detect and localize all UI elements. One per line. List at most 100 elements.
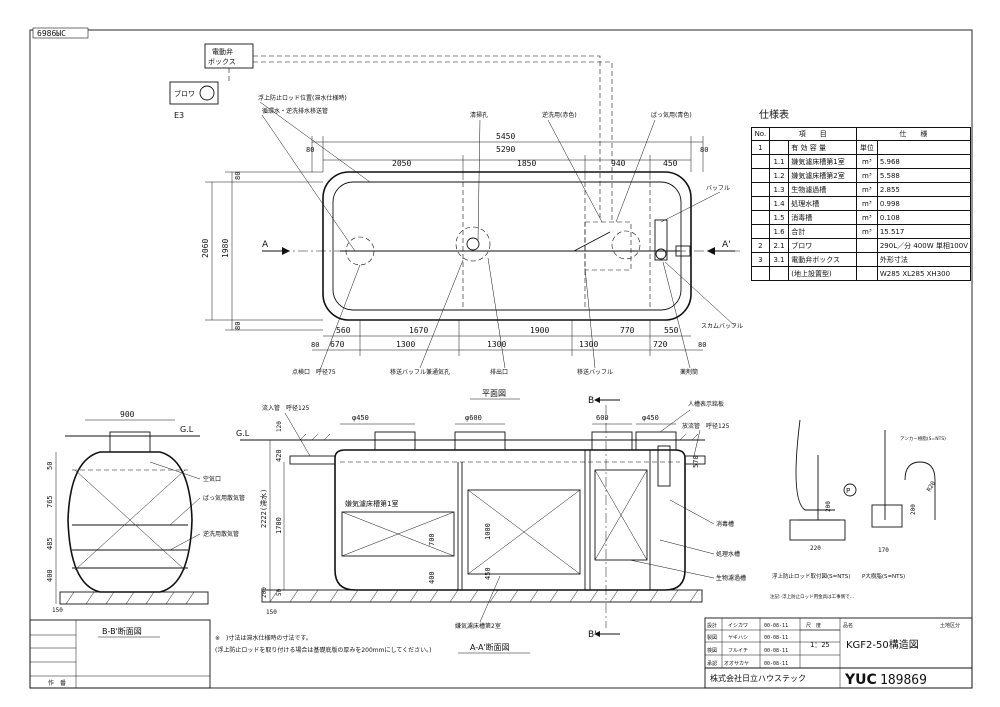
sheet-border	[29, 29, 973, 689]
spec-row: (地上設置型)W285 XL285 XH300	[751, 266, 972, 281]
dim-80-bottom: 80	[234, 322, 242, 330]
spec-cell-sub: 1.1	[768, 154, 790, 169]
revision-box	[29, 619, 211, 689]
spec-cell-item: 生物濾過槽	[788, 182, 857, 197]
aa-dim-50: 50	[276, 588, 283, 596]
aa-phi600: φ600	[465, 414, 482, 422]
dim-1850: 1850	[517, 159, 536, 168]
spec-cell-item: 消毒槽	[788, 210, 857, 225]
footnote-2: (浮上防止ロッドを取り付ける場合は基礎底版の厚みを200mmにしてください。)	[215, 646, 431, 654]
detail-float-rod-fix: 浮上防止ロッド取付図(S=NTS)	[772, 572, 850, 580]
detail-p-mark: P	[846, 487, 850, 495]
dim-80-top: 80	[234, 172, 242, 180]
spec-cell-unit: m³	[855, 210, 878, 225]
spec-cell-sub: 1.3	[768, 182, 790, 197]
aa-dim-450: 450	[484, 567, 492, 580]
maker-label: 作 番	[48, 679, 66, 687]
baffle-label: バッフル	[706, 185, 730, 192]
spec-cell-unit: m³	[855, 224, 878, 239]
dim-2050: 2050	[392, 159, 411, 168]
aa-manhole-sign: 人槽表示銘板	[688, 400, 724, 408]
dim-1900: 1900	[530, 326, 549, 335]
spec-cell-no	[751, 168, 770, 183]
tb-name-3: オオサカヤ	[724, 661, 749, 667]
spec-cell-sub: 1.2	[768, 168, 790, 183]
bb-dim-50: 50	[46, 462, 54, 470]
tb-name-0: イシカワ	[728, 623, 748, 629]
detail-note: 注記:-浮上防止ロッド用金具は工事側で…	[770, 593, 854, 600]
dim-80a: 80	[306, 146, 314, 154]
bb-dim-765: 765	[46, 495, 54, 508]
section-b-top: B	[588, 396, 594, 406]
spec-cell-item: 嫌気濾床槽第2室	[788, 168, 857, 183]
spec-cell-unit	[855, 238, 878, 253]
spec-cell-sub	[768, 266, 790, 281]
bb-dim-485: 485	[46, 537, 54, 550]
dim-1670: 1670	[409, 326, 428, 335]
tb-role-0: 設計	[707, 622, 717, 629]
aa-bio: 生物濾過槽	[716, 574, 746, 582]
bb-backwash-pipe: 逆洗用散気管	[203, 530, 239, 538]
spec-header-item: 項 目	[768, 127, 857, 141]
spec-cell-value: 15.517	[876, 224, 972, 239]
spec-cell-no	[751, 182, 770, 197]
spec-cell-sub: 3.1	[768, 252, 790, 267]
tb-company: 株式会社日立ハウステック	[710, 673, 806, 683]
plan-view-title: 平面図	[482, 389, 506, 398]
bb-dim-400: 400	[46, 569, 54, 582]
dim-80d: 80	[698, 341, 706, 349]
bb-gl: G.L	[180, 425, 194, 434]
spec-cell-value: 0.108	[876, 210, 972, 225]
spec-cell-unit: m³	[855, 196, 878, 211]
tb-drawing-name: KGF2-50構造図	[846, 638, 919, 651]
aa-treated: 処理水槽	[716, 550, 740, 558]
detail-d220: 220	[810, 545, 821, 552]
spec-cell-no: 3	[751, 252, 770, 267]
dim-560: 560	[336, 326, 351, 335]
spec-cell-sub: 1.6	[768, 224, 790, 239]
spec-cell-sub: 1.4	[768, 196, 790, 211]
spec-table-title: 仕様表	[759, 110, 789, 121]
spec-header-spec: 仕 様	[855, 127, 972, 141]
tb-drawing-no: 189869	[880, 673, 927, 688]
dim-450: 450	[663, 159, 678, 168]
tb-role-3: 承認	[707, 660, 717, 667]
scum-baffle-label: スカムバッフル	[701, 323, 743, 330]
section-aa-title: A-A'断面図	[470, 642, 510, 652]
spec-cell-unit: m³	[855, 154, 878, 169]
spec-cell-item: 合計	[788, 224, 857, 239]
spec-cell-item: 処理水槽	[788, 196, 857, 211]
aa-dim-1700: 1700	[275, 517, 283, 534]
valve-box-label-2: ボックス	[208, 58, 236, 66]
dim-1300b: 1300	[487, 340, 506, 349]
spec-header-no: No.	[751, 127, 770, 141]
aa-dim-1000: 1000	[484, 523, 492, 540]
valve-box-label-1: 電動弁	[212, 47, 233, 56]
aa-chamber1: 嫌気濾床槽第1室	[345, 499, 398, 508]
section-bb-title: B-B'断面図	[102, 626, 142, 636]
spec-cell-no	[751, 210, 770, 225]
spec-cell-no	[751, 224, 770, 239]
dim-550: 550	[664, 326, 679, 335]
tb-role-2: 検図	[707, 647, 717, 654]
section-a-left: A	[262, 240, 269, 250]
spec-cell-value: 5.968	[876, 154, 972, 169]
blower	[169, 81, 219, 105]
section-a-right: A'	[722, 240, 731, 250]
tb-date-1: 00-08-11	[764, 635, 788, 641]
dim-1980: 1980	[221, 239, 230, 258]
section-bb: G.L 900 50 765 485 400 150 空気口 ばっ気用散気管 逆…	[46, 410, 245, 638]
dim-1300a: 1300	[396, 340, 415, 349]
spec-cell-unit	[855, 252, 878, 267]
transfer-baffle-label: 移送バッフル	[577, 368, 613, 376]
spec-cell-no	[751, 196, 770, 211]
tb-name-label: 品名	[843, 622, 853, 629]
aeration-label: ばっ気用(青色)	[651, 111, 692, 119]
sterilizer-label: 薬剤筒	[680, 368, 698, 376]
